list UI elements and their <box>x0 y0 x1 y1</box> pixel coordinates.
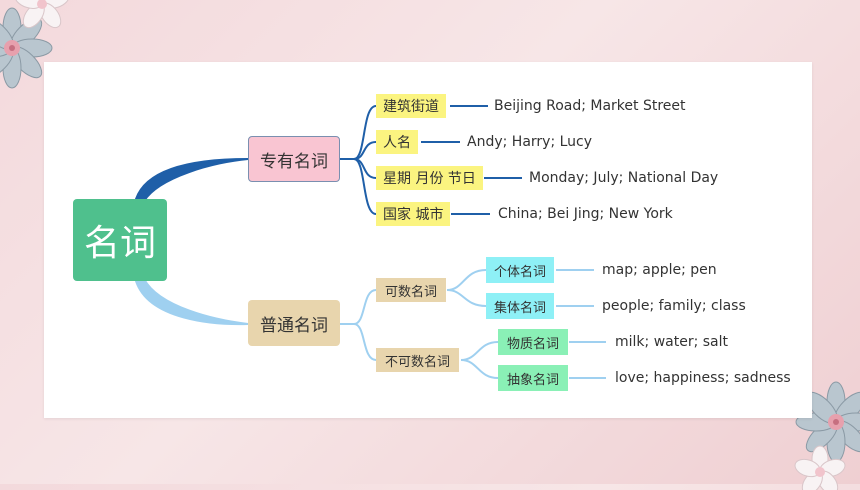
common-noun-node: 普通名词 <box>248 300 340 346</box>
flower-decoration-bottom-right <box>794 381 860 490</box>
countable-item-node: 集体名词 <box>486 293 555 319</box>
mindmap-card: 名词 专有名词 普通名词 建筑街道 人名 星期 月份 节日 国家 城市 Beij… <box>44 62 812 418</box>
uncountable-noun-node: 不可数名词 <box>376 348 460 372</box>
proper-example-text: Andy; Harry; Lucy <box>467 134 593 150</box>
proper-noun-node: 专有名词 <box>248 136 340 182</box>
proper-item-node: 星期 月份 节日 <box>376 166 483 190</box>
uncountable-item-node: 物质名词 <box>498 329 569 355</box>
proper-item-node: 国家 城市 <box>376 202 451 226</box>
uncountable-example-text: love; happiness; sadness <box>615 370 791 386</box>
countable-item-node: 个体名词 <box>486 257 555 283</box>
proper-example-text: Beijing Road; Market Street <box>494 98 686 114</box>
root-node: 名词 <box>73 199 167 281</box>
branch-root-to-common <box>134 277 249 326</box>
countable-example-text: people; family; class <box>602 298 746 314</box>
flower-decoration-top-left <box>0 0 70 89</box>
proper-item-node: 建筑街道 <box>376 94 446 118</box>
countable-noun-node: 可数名词 <box>376 278 447 302</box>
proper-item-node: 人名 <box>376 130 418 154</box>
uncountable-item-node: 抽象名词 <box>498 365 569 391</box>
uncountable-example-text: milk; water; salt <box>615 334 728 350</box>
branch-root-to-proper <box>134 158 249 203</box>
proper-example-text: Monday; July; National Day <box>529 170 719 186</box>
countable-example-text: map; apple; pen <box>602 262 717 278</box>
proper-example-text: China; Bei Jing; New York <box>498 206 673 222</box>
